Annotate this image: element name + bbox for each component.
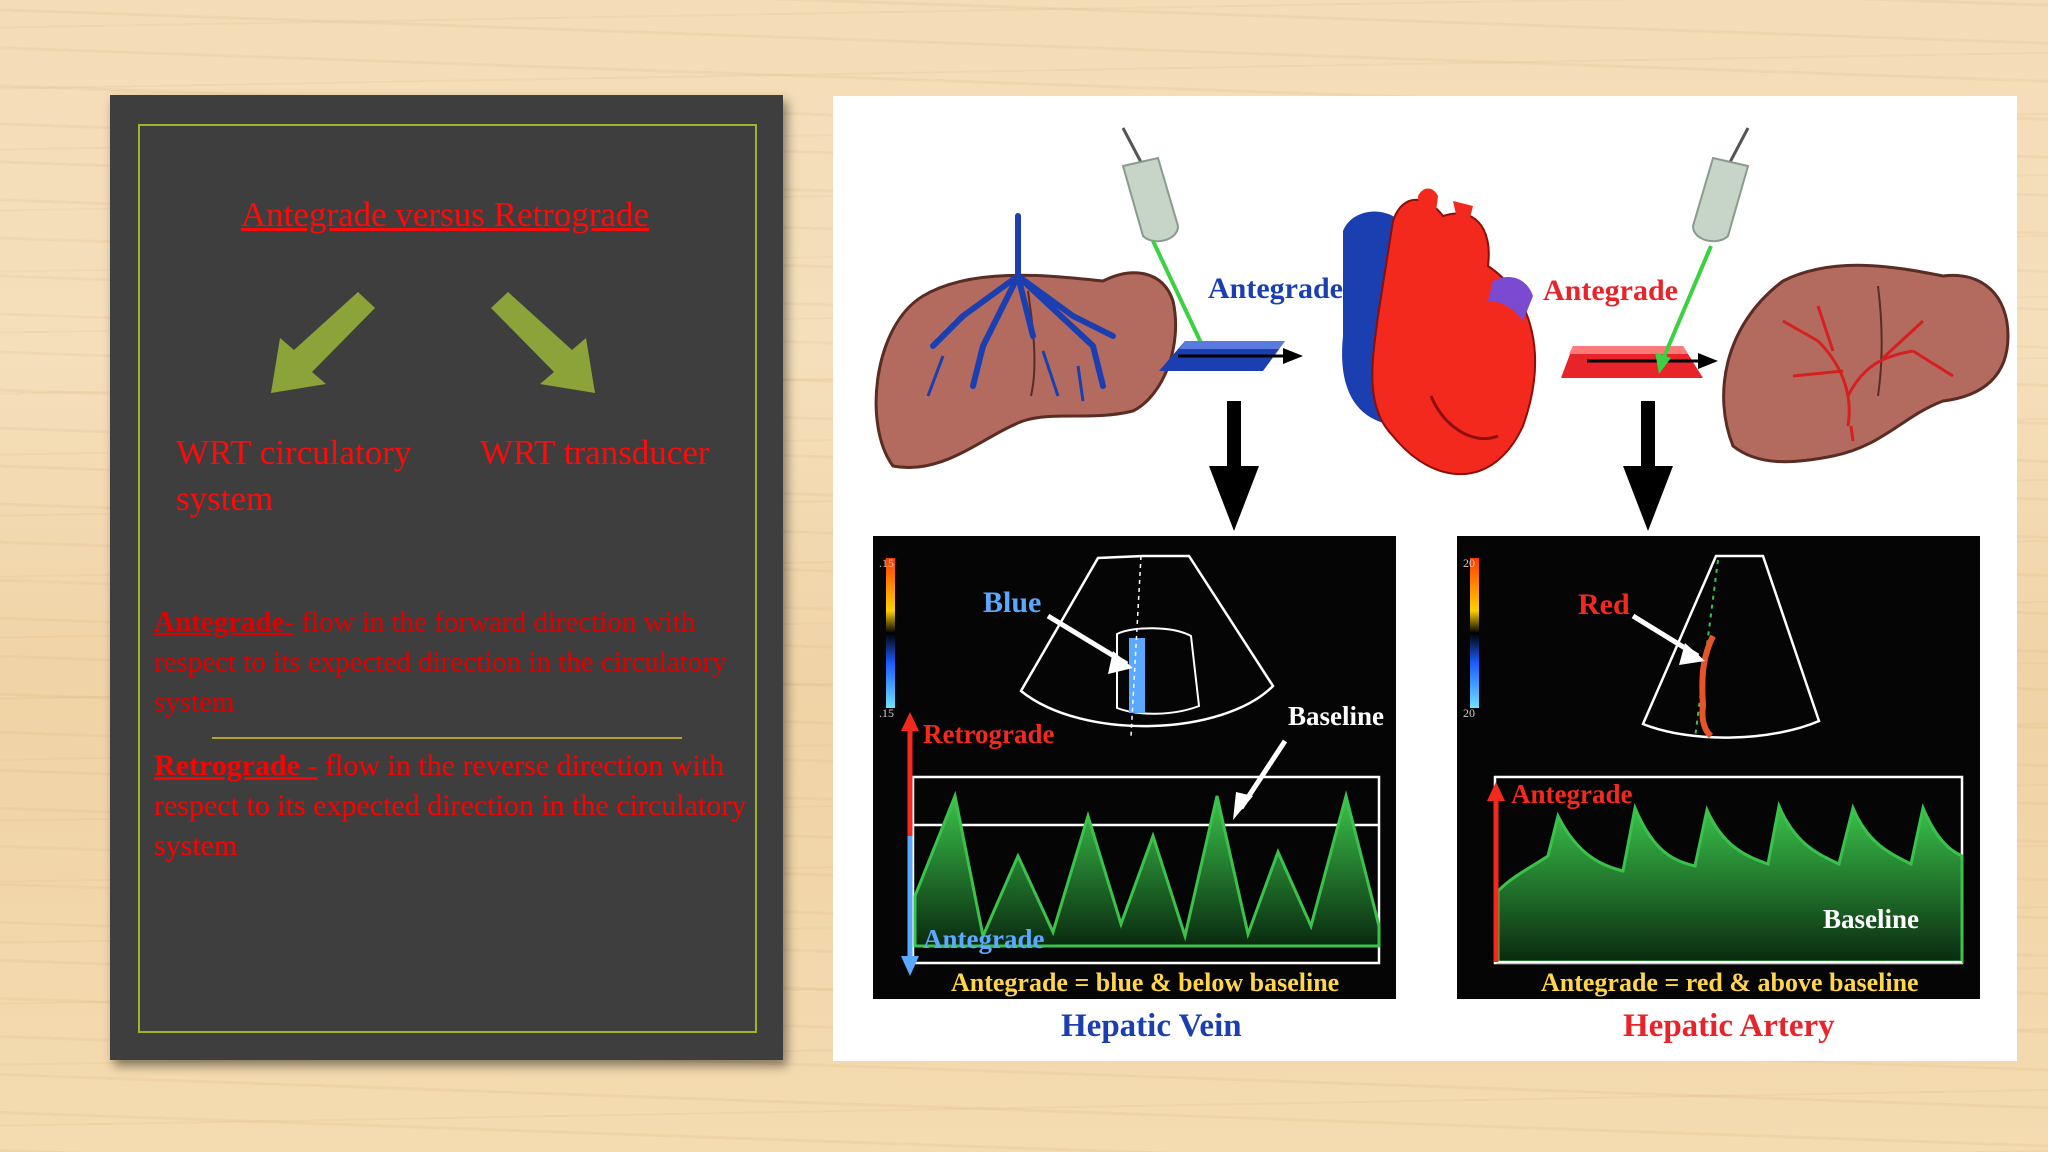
- retrograde-term: Retrograde -: [154, 749, 318, 782]
- down-arrow-icon: [1209, 401, 1259, 531]
- text-panel: Antegrade versus Retrograde WRT circulat…: [110, 95, 783, 1060]
- diagonal-arrows: [271, 292, 595, 393]
- antegrade-term: Antegrade-: [154, 606, 295, 638]
- vein-scale-bottom: .15: [879, 706, 894, 720]
- wrt-circulatory-label: WRT circulatory system: [176, 433, 412, 518]
- artery-scale-top: 20: [1463, 556, 1475, 570]
- artery-antegrade-label: Antegrade: [1511, 779, 1633, 809]
- vein-vessel: [1159, 341, 1303, 371]
- panel-border: [138, 124, 757, 1033]
- diagonal-arrow-icon: [491, 292, 595, 393]
- antegrade-right-label: Antegrade: [1543, 274, 1678, 307]
- vein-color-label: Blue: [983, 586, 1042, 619]
- wrt-transducer-label: WRT transducer: [480, 433, 710, 472]
- artery-vessel: [1561, 346, 1718, 378]
- diagonal-arrow-icon: [271, 292, 375, 393]
- vein-scale-top: .15: [879, 556, 894, 570]
- probe-icon: [1655, 127, 1750, 374]
- vein-antegrade-label: Antegrade: [923, 924, 1045, 954]
- vein-caption: Antegrade = blue & below baseline: [951, 968, 1340, 997]
- down-arrow-icon: [1623, 401, 1673, 531]
- heart-icon: [1342, 188, 1536, 476]
- liver-vein-icon: [874, 213, 1178, 469]
- artery-color-label: Red: [1578, 588, 1630, 621]
- diagram-graphics: [873, 127, 2010, 999]
- artery-baseline-label: Baseline: [1823, 904, 1920, 934]
- antegrade-left-label: Antegrade: [1208, 272, 1343, 305]
- divider-line: [212, 737, 682, 739]
- liver-artery-icon: [1722, 263, 2010, 464]
- hepatic-vein-title: Hepatic Vein: [1061, 1008, 1242, 1044]
- vein-retrograde-label: Retrograde: [923, 719, 1055, 749]
- antegrade-definition: Antegrade- flow in the forward direction…: [154, 602, 754, 722]
- retrograde-definition: Retrograde - flow in the reverse directi…: [154, 746, 754, 866]
- panel-title: Antegrade versus Retrograde: [240, 195, 650, 234]
- hepatic-artery-title: Hepatic Artery: [1623, 1008, 1835, 1044]
- vein-baseline-label: Baseline: [1288, 701, 1385, 731]
- artery-ultrasound-panel: [1457, 536, 1980, 999]
- antegrade-text: flow in the forward direction with respe…: [154, 606, 727, 718]
- artery-scale-bottom: 20: [1463, 706, 1475, 720]
- vein-ultrasound-panel: [873, 536, 1396, 999]
- doppler-diagram: Antegrade Antegrade .15 .15 Blue Baselin…: [833, 96, 2017, 1061]
- artery-caption: Antegrade = red & above baseline: [1541, 968, 1919, 997]
- retrograde-text: flow in the reverse direction with respe…: [154, 749, 747, 862]
